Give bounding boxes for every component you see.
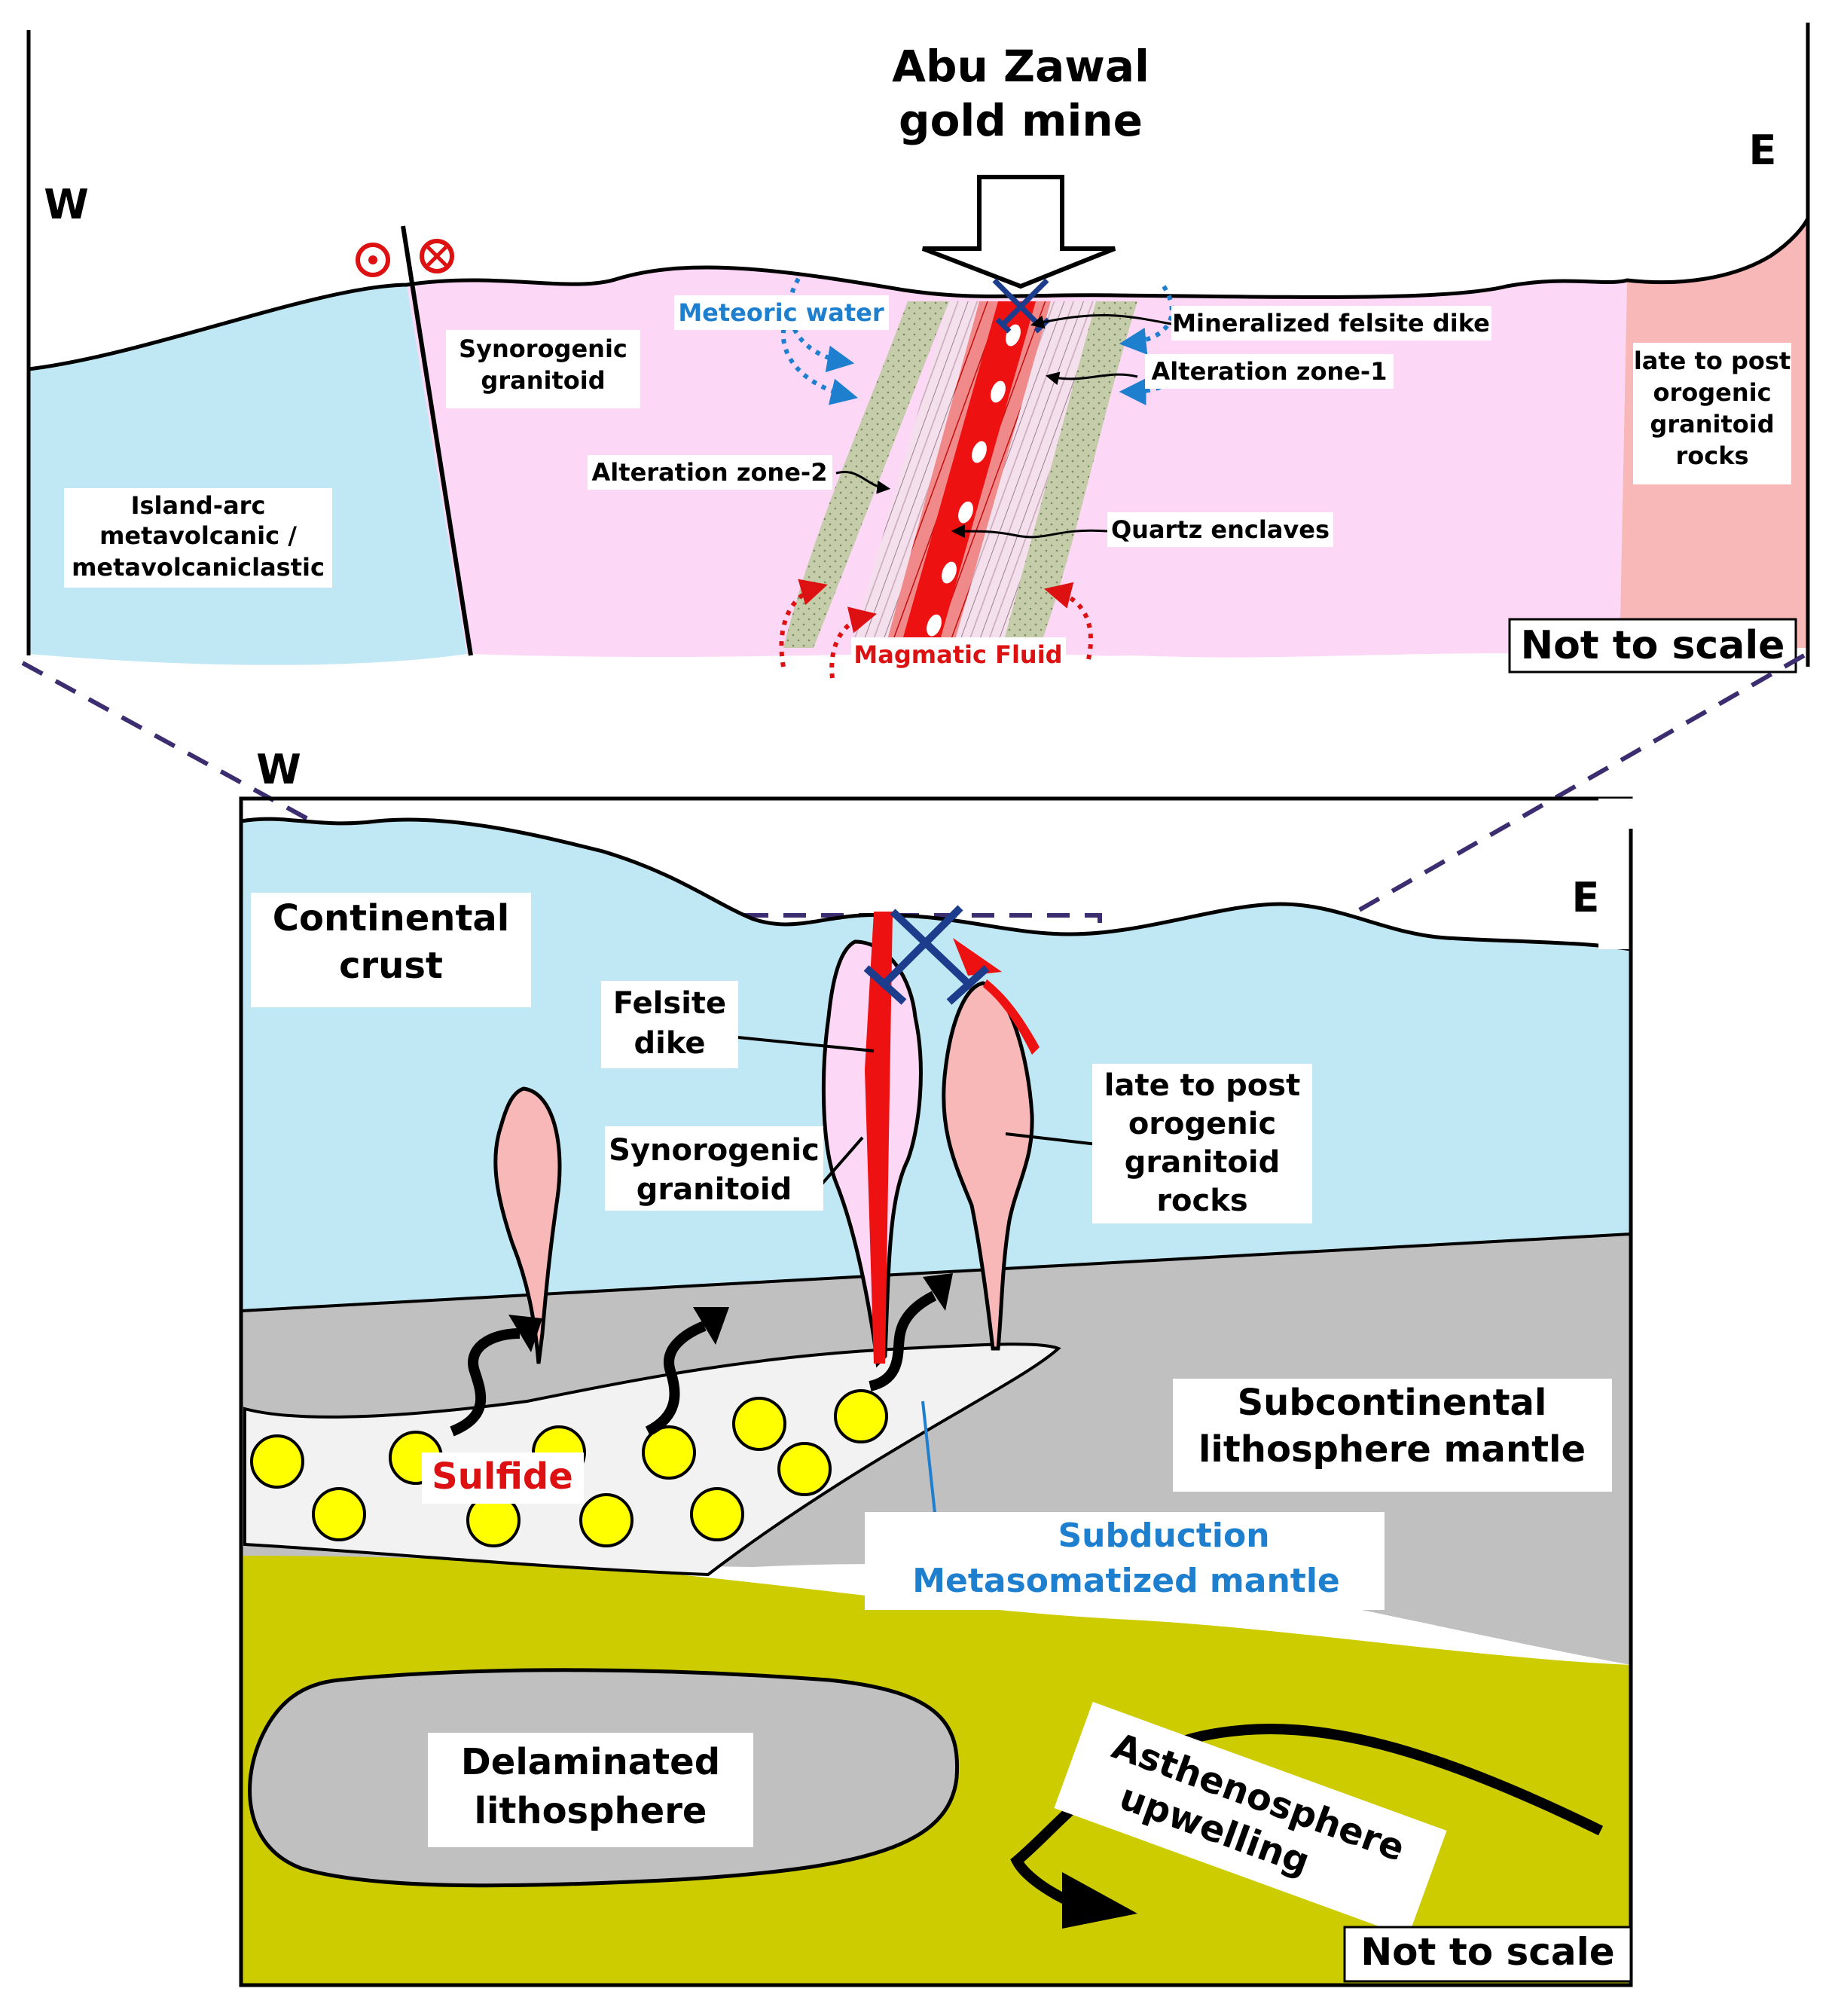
ground-surface-top [28, 217, 1810, 371]
late-granitoid-top-label-4: rocks [1675, 441, 1748, 470]
fluid-ascent-arrows [450, 1291, 937, 1437]
delaminated-label-2: lithosphere [475, 1790, 707, 1832]
not-to-scale-bottom: Not to scale [1360, 1930, 1614, 1974]
mineralized-dike-label: Mineralized felsite dike [1172, 309, 1490, 338]
alteration-zone-2-label: Alteration zone-2 [592, 458, 828, 487]
island-arc-label-2: metavolcanic / [99, 521, 297, 550]
fault-line [401, 225, 473, 656]
late-granitoid-pluton-right [942, 981, 1034, 1351]
bottom-section: W E Continental crust Felsite dike Synor… [239, 746, 1636, 1987]
sclm-label-1: Subcontinental [1238, 1382, 1547, 1424]
continental-crust-label-2: crust [339, 945, 443, 987]
top-section: Abu Zawal gold mine W E Island-arc metav… [26, 23, 1810, 679]
east-label-bottom: E [1572, 874, 1600, 921]
quartz-enclaves [927, 324, 1021, 637]
felsite-dike-label-2: dike [634, 1026, 706, 1061]
crossed-hammers-icon-bottom [863, 905, 990, 1005]
late-granitoid-bottom-label-1: late to post [1104, 1068, 1300, 1103]
synorogenic-label-top-1: Synorogenic [459, 334, 627, 363]
island-arc-label-3: metavolcaniclastic [72, 553, 325, 582]
magmatic-fluid-label: Magmatic Fluid [853, 640, 1062, 669]
late-granitoid-top-label-2: orogenic [1653, 378, 1771, 407]
down-arrow-icon [921, 175, 1116, 289]
sclm-label-2: lithosphere mantle [1198, 1428, 1586, 1471]
late-granitoid-bottom-label-2: orogenic [1128, 1107, 1276, 1141]
alteration-zone-1-label: Alteration zone-1 [1152, 357, 1388, 386]
synorogenic-label-bottom-1: Synorogenic [609, 1133, 820, 1168]
not-to-scale-top: Not to scale [1521, 623, 1785, 668]
synorogenic-label-top-2: granitoid [481, 366, 605, 395]
island-arc-label-1: Island-arc [131, 491, 266, 520]
felsite-dike-label-1: Felsite [613, 986, 726, 1021]
subduction-label-1: Subduction [1058, 1517, 1269, 1555]
late-granitoid-top-label-1: late to post [1634, 347, 1791, 375]
fault-into-page-icon [420, 239, 454, 273]
sulfide-label: Sulfide [432, 1455, 573, 1498]
west-label-top: W [44, 181, 89, 228]
mine-title-line1: Abu Zawal [892, 41, 1149, 92]
subduction-label-2: Metasomatized mantle [912, 1562, 1340, 1600]
late-granitoid-bottom-label-3: granitoid [1125, 1145, 1280, 1180]
delaminated-label-1: Delaminated [461, 1741, 720, 1783]
mine-title-line2: gold mine [899, 95, 1143, 146]
alteration-zone-2 [783, 301, 949, 648]
magmatic-fluid-arrows [779, 579, 1093, 679]
quartz-enclaves-label: Quartz enclaves [1111, 515, 1330, 544]
synorogenic-label-bottom-2: granitoid [637, 1172, 792, 1207]
continental-crust-label-1: Continental [273, 897, 509, 939]
fault-out-of-page-icon [356, 243, 390, 277]
meteoric-water-label: Meteoric water [678, 298, 884, 327]
west-label-bottom: W [256, 746, 301, 793]
late-granitoid-top-label-3: granitoid [1650, 410, 1774, 438]
felsite-dike-bottom [865, 912, 893, 1364]
late-granitoid-pluton-left [493, 1086, 562, 1364]
late-granitoid-bottom-label-4: rocks [1156, 1184, 1247, 1218]
island-arc-unit [29, 285, 467, 665]
east-label-top: E [1749, 127, 1777, 174]
